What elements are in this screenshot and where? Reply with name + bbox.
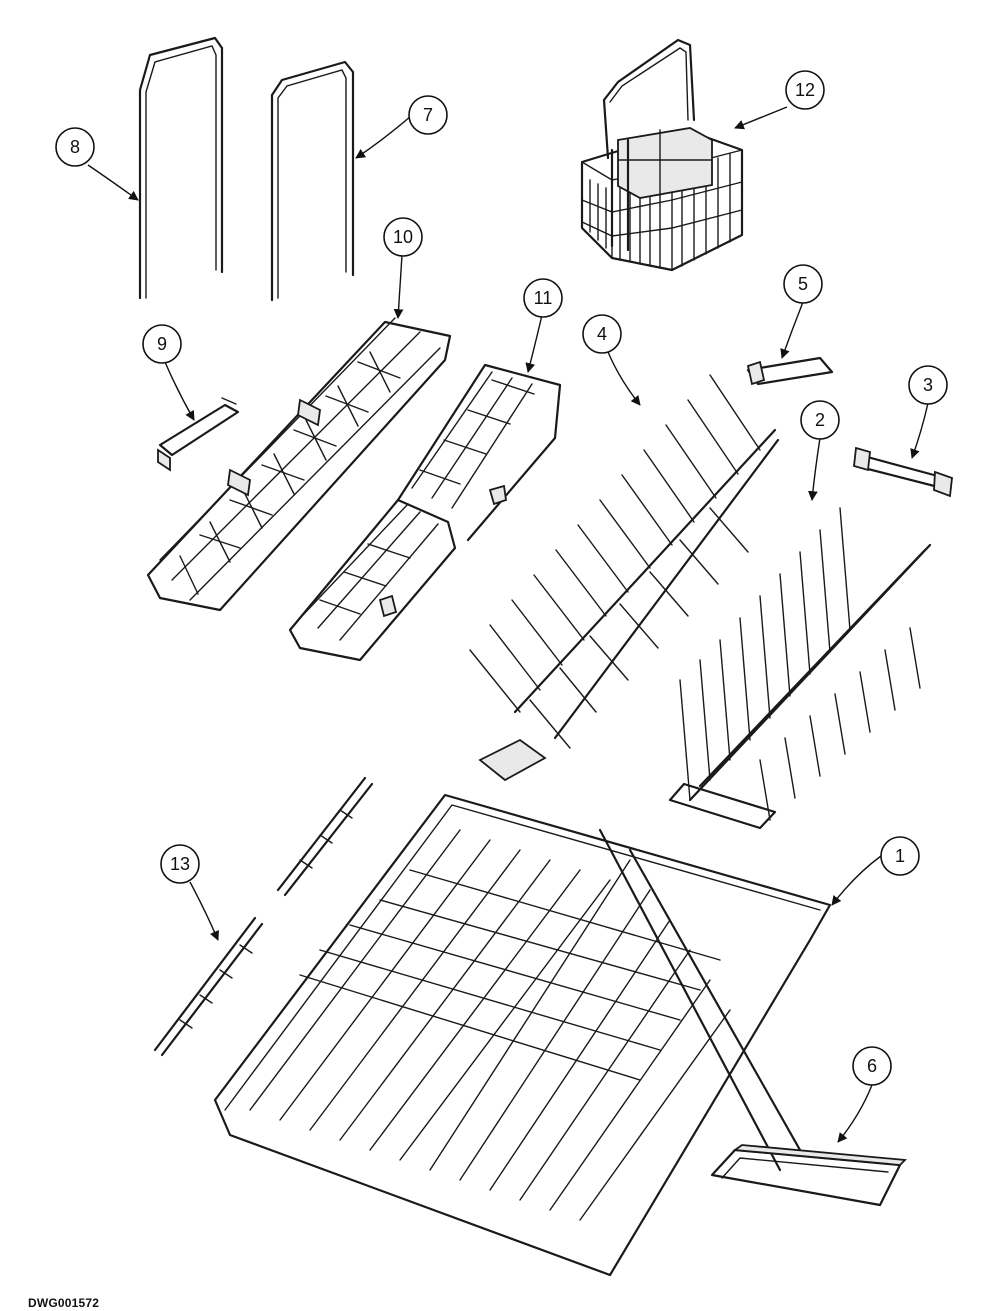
- callout-1: 1: [880, 836, 920, 876]
- callout-2: 2: [800, 400, 840, 440]
- leader-10: [393, 254, 404, 319]
- part-13-side-clips: [153, 776, 374, 1057]
- callout-11: 11: [523, 278, 563, 318]
- leader-13: [189, 881, 219, 941]
- leader-12: [734, 106, 788, 130]
- callout-7-label: 7: [423, 105, 433, 125]
- callout-5-label: 5: [798, 274, 808, 294]
- callout-1-label: 1: [895, 846, 905, 866]
- leader-4: [607, 351, 641, 406]
- callout-4: 4: [582, 314, 622, 354]
- part-5-clip: [746, 356, 834, 386]
- callout-13: 13: [160, 844, 200, 884]
- part-10-cup-tray: [146, 317, 452, 612]
- callout-10: 10: [383, 217, 423, 257]
- leader-3: [910, 402, 929, 459]
- part-6-tray: [710, 1144, 907, 1207]
- leader-6: [837, 1084, 873, 1143]
- part-12-cutlery-basket: [580, 38, 744, 272]
- part-1-rack-frame: [213, 793, 832, 1277]
- callout-3: 3: [908, 365, 948, 405]
- callout-6: 6: [852, 1046, 892, 1086]
- callout-8: 8: [55, 127, 95, 167]
- part-9-clip: [157, 397, 240, 472]
- leader-1: [831, 855, 882, 906]
- leader-11: [525, 314, 543, 373]
- drawing-id: DWG001572: [28, 1296, 100, 1310]
- callout-2-label: 2: [815, 410, 825, 430]
- part-7-wire-rod: [270, 60, 355, 302]
- leader-2: [808, 437, 821, 501]
- part-8-wire-rod: [138, 36, 224, 300]
- part-2-tine-row: [668, 507, 932, 830]
- callout-13-label: 13: [170, 854, 190, 874]
- callout-6-label: 6: [867, 1056, 877, 1076]
- part-4-tine-row: [469, 374, 780, 782]
- callout-3-label: 3: [923, 375, 933, 395]
- callout-8-label: 8: [70, 137, 80, 157]
- callout-4-label: 4: [597, 324, 607, 344]
- callout-9-label: 9: [157, 334, 167, 354]
- leader-9: [164, 361, 195, 421]
- callout-5: 5: [783, 264, 823, 304]
- callout-12: 12: [785, 70, 825, 110]
- leader-8: [87, 164, 139, 201]
- leader-7: [355, 115, 412, 159]
- callout-leaders: [87, 106, 929, 1143]
- callout-12-label: 12: [795, 80, 815, 100]
- callout-10-label: 10: [393, 227, 413, 247]
- callout-7: 7: [408, 95, 448, 135]
- callout-11-label: 11: [534, 288, 553, 308]
- part-11-folding-rack: [288, 363, 562, 662]
- callout-9: 9: [142, 324, 182, 364]
- part-3-clip: [853, 446, 953, 498]
- leader-5: [780, 301, 804, 359]
